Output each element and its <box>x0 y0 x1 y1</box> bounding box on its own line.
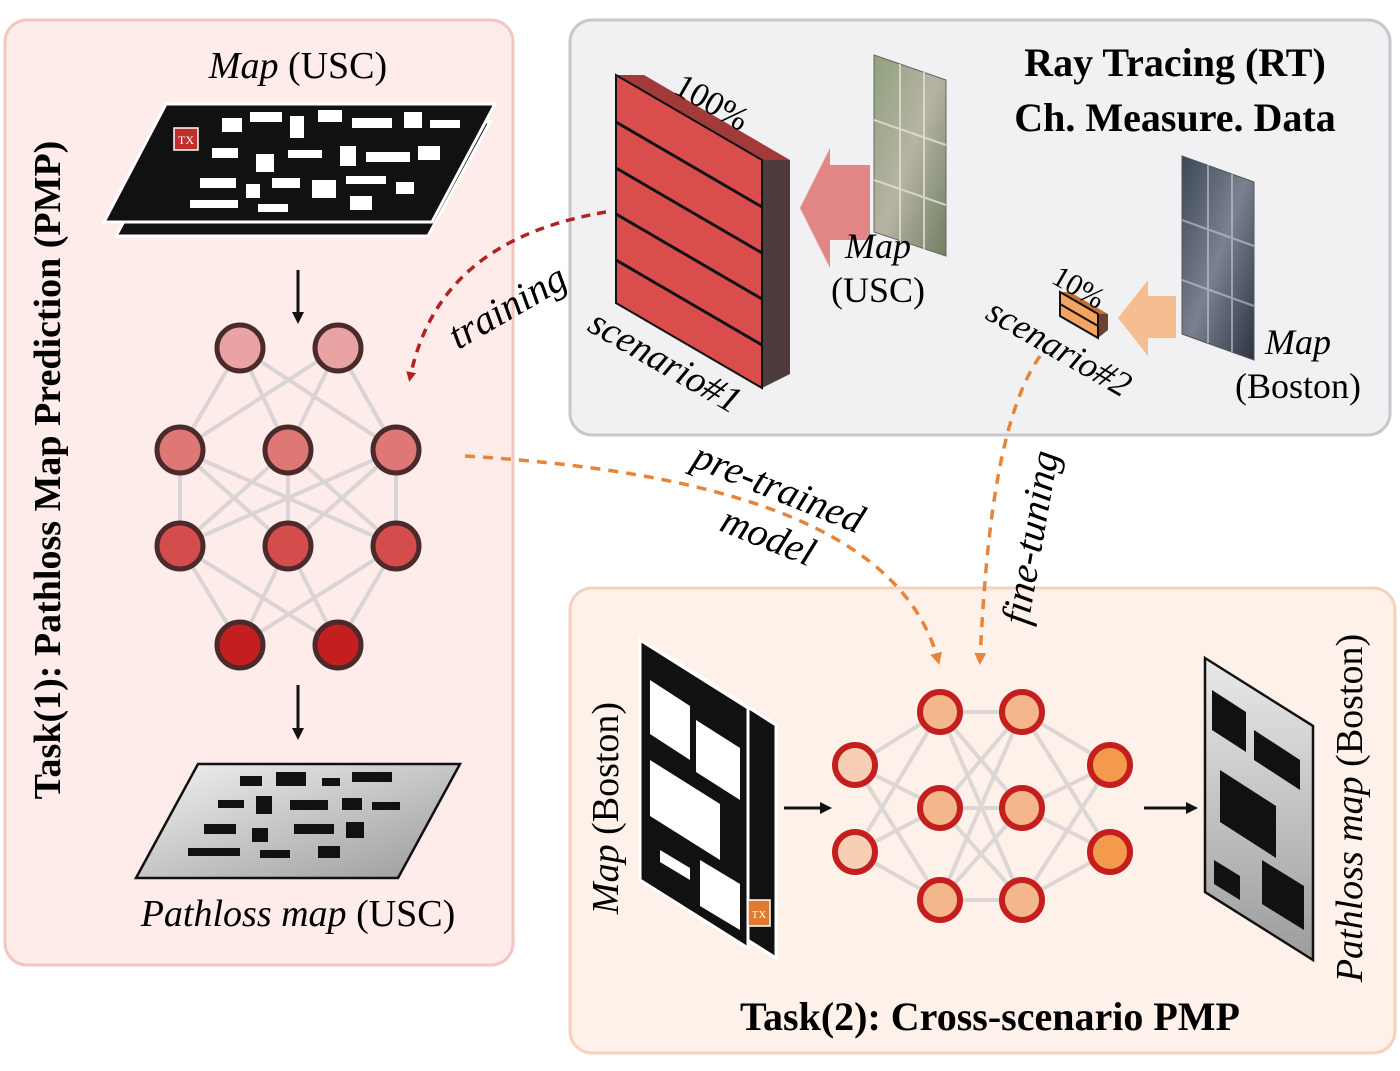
t1-node <box>370 520 422 572</box>
training-arrow <box>406 210 607 382</box>
task2-input-map: TX <box>638 637 778 961</box>
svg-text:TX: TX <box>752 909 767 921</box>
t1-node <box>312 322 364 374</box>
t1-node <box>262 424 314 476</box>
scenario1-data-arrow <box>800 148 870 268</box>
t1-node <box>312 619 364 671</box>
t2-node <box>832 742 878 788</box>
t1-node <box>154 424 206 476</box>
rt-title-line2: Ch. Measure. Data <box>1014 95 1335 140</box>
tx-badge-task1: TX <box>173 127 199 151</box>
scenario2-satellite-map <box>1181 155 1255 361</box>
task2-map-label: Map (Boston) <box>585 702 627 915</box>
t1-node <box>214 322 266 374</box>
rt-title-line1: Ray Tracing (RT) <box>1024 40 1326 85</box>
t2-node <box>917 877 963 923</box>
task1-title: Task(1): Pathloss Map Prediction (PMP) <box>27 141 69 800</box>
task2-neural-network <box>832 689 1133 923</box>
t2-node <box>917 785 963 831</box>
task1-panel <box>3 18 515 967</box>
scenario1-map-label-rest: (USC) <box>831 270 925 310</box>
svg-text:TX: TX <box>178 133 194 147</box>
task1-input-map: TX <box>101 102 498 238</box>
scenario2-data-block <box>1059 290 1108 340</box>
t2-node <box>999 689 1045 735</box>
scenario2-data-arrow <box>1118 280 1176 356</box>
scenario1-map-label-italic: Map <box>844 226 911 266</box>
t2-node <box>1087 829 1133 875</box>
pretrained-arrow <box>464 454 942 665</box>
t1-node <box>154 520 206 572</box>
scenario2-map-label-rest: (Boston) <box>1235 366 1361 406</box>
scenario2-map-label-italic: Map <box>1264 322 1331 362</box>
scenario1-satellite-map <box>873 54 947 257</box>
task1-map-label: Map (USC) <box>208 45 387 87</box>
task1-output-label: Pathloss map (USC) <box>140 893 456 935</box>
task1-neural-network <box>154 322 422 671</box>
t2-node <box>917 689 963 735</box>
t1-node <box>370 424 422 476</box>
scenario1-data-block <box>615 73 790 390</box>
t2-node <box>1087 742 1133 788</box>
t1-node <box>262 520 314 572</box>
task1-pathloss-map <box>133 762 463 880</box>
t2-node <box>832 829 878 875</box>
task2-pathloss-map <box>1203 655 1315 963</box>
task2-title: Task(2): Cross-scenario PMP <box>740 994 1240 1039</box>
t2-node <box>999 785 1045 831</box>
task2-output-label: Pathloss map (Boston) <box>1329 634 1371 983</box>
finetuning-arrow <box>974 354 1042 665</box>
tx-badge-task2: TX <box>747 899 771 927</box>
t2-node <box>999 877 1045 923</box>
t1-node <box>214 619 266 671</box>
